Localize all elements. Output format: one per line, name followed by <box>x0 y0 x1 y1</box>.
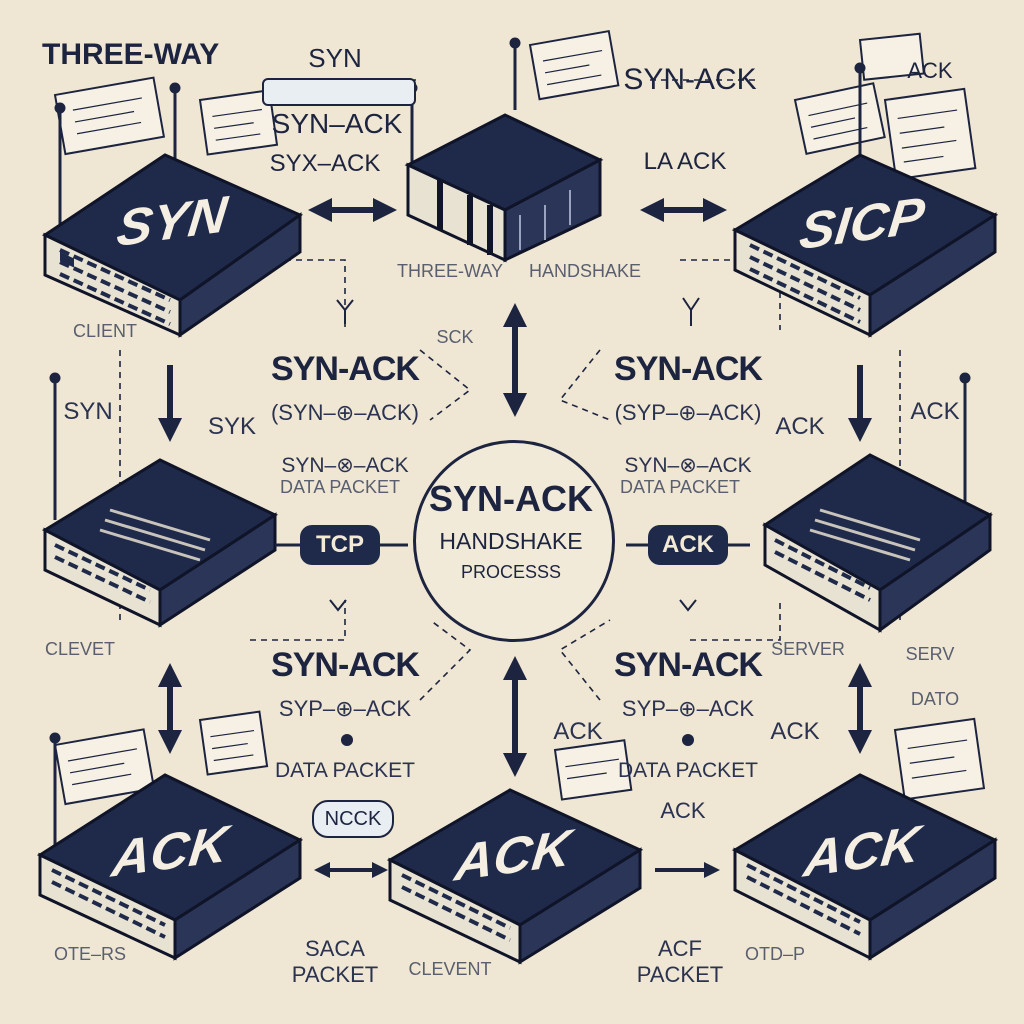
label-ack-mid-left: ACK <box>553 718 603 745</box>
corner-label-bottom-left: OTE–RS <box>53 944 127 964</box>
note-card-top-center <box>528 29 620 101</box>
label-ack-faint: ACK <box>907 58 953 83</box>
pill-ncck: NCCK <box>312 800 394 838</box>
network-switch-bottom-left <box>36 773 304 961</box>
paren-syn-ack-left: (SYN–⊕–ACK) <box>270 400 420 425</box>
network-switch-middle-left <box>41 458 279 628</box>
syn-ack-box-top <box>262 78 416 106</box>
bottom-left-line-2: PACKET <box>291 962 379 987</box>
label-handshake-small: HANDSHAKE <box>528 261 642 281</box>
heading-syn-ack-right: SYN-ACK <box>614 350 763 388</box>
label-sck: SCK <box>436 327 474 347</box>
sub-data-packet-right: DATA PACKET <box>619 477 741 497</box>
label-la-ack: LA ACK <box>643 148 727 175</box>
network-switch-bottom-center <box>386 788 644 965</box>
sub-syn-ack-left: SYN–⊗–ACK <box>281 454 409 477</box>
note-card-top-right <box>793 82 886 155</box>
label-syx-ack: SYX–ACK <box>269 150 381 177</box>
pill-tcp: TCP <box>302 527 378 563</box>
packet-glyphs <box>329 297 700 746</box>
note-card-corner <box>858 32 925 81</box>
label-ack-side-right: ACK <box>775 413 825 440</box>
flow-arrows <box>158 198 872 878</box>
label-three-way-small: THREE-WAY <box>397 261 503 281</box>
label-ack-mid-right: ACK <box>770 718 820 745</box>
bottom-right-line-1: ACF <box>658 936 702 961</box>
label-ack-right-edge: ACK <box>910 398 960 425</box>
label-dato: DATO <box>910 689 960 709</box>
corner-label-bottom-right: OTD–P <box>744 944 806 964</box>
label-syn-top: SYN <box>308 43 362 73</box>
network-switch-bottom-right <box>731 773 999 961</box>
note-card-top-left-2 <box>198 89 279 156</box>
note-card-bottom-center <box>553 739 633 801</box>
label-syn-ack-top-right: SYN-ACK <box>623 63 757 96</box>
sub-data-packet-left: DATA PACKET <box>279 477 401 497</box>
antenna-icons <box>49 37 971 860</box>
pill-ack: ACK <box>650 527 726 563</box>
hub-subtitle-2: PROCESSS <box>460 562 562 582</box>
hub-title: SYN-ACK <box>428 478 594 519</box>
heading-syn-ack-lower-left: SYN-ACK <box>271 646 420 684</box>
network-switch-top-right <box>731 153 999 338</box>
network-switch-top-left <box>41 153 304 338</box>
paren-syn-ack-right: (SYP–⊕–ACK) <box>614 400 762 425</box>
note-card-bottom-left-2 <box>198 710 269 776</box>
label-client: CLIENT <box>72 321 138 341</box>
network-switch-middle-right <box>762 453 993 633</box>
corner-title: THREE-WAY <box>42 38 220 71</box>
label-server: SERVER <box>771 639 845 659</box>
server-stack-top <box>404 113 604 263</box>
bottom-center-label: CLEVENT <box>408 959 492 979</box>
paren-syn-ack-lower-left: SYP–⊕–ACK <box>278 696 412 721</box>
note-cards <box>53 29 986 806</box>
data-packet-lower-right: DATA PACKET <box>617 759 759 782</box>
label-syn-ack-top: SYN–ACK <box>271 108 403 139</box>
label-acka: ACK <box>660 798 706 823</box>
sub-syn-ack-right: SYN–⊗–ACK <box>624 454 752 477</box>
data-packet-lower-left: DATA PACKET <box>274 759 416 782</box>
heading-syn-ack-left: SYN-ACK <box>271 350 420 388</box>
handshake-hub-circle <box>413 440 615 642</box>
heading-syn-ack-lower-right: SYN-ACK <box>614 646 763 684</box>
note-card-right <box>883 87 977 181</box>
bottom-right-line-2: PACKET <box>636 962 724 987</box>
label-syk: SYK <box>207 413 257 440</box>
hub-subtitle: HANDSHAKE <box>439 528 583 554</box>
paren-syn-ack-lower-right: SYP–⊕–ACK <box>621 696 755 721</box>
bottom-left-line-1: SACA <box>305 936 365 961</box>
label-clevet: CLEVET <box>44 639 116 659</box>
label-syn-side: SYN <box>63 398 113 425</box>
label-serv: SERV <box>905 644 955 664</box>
